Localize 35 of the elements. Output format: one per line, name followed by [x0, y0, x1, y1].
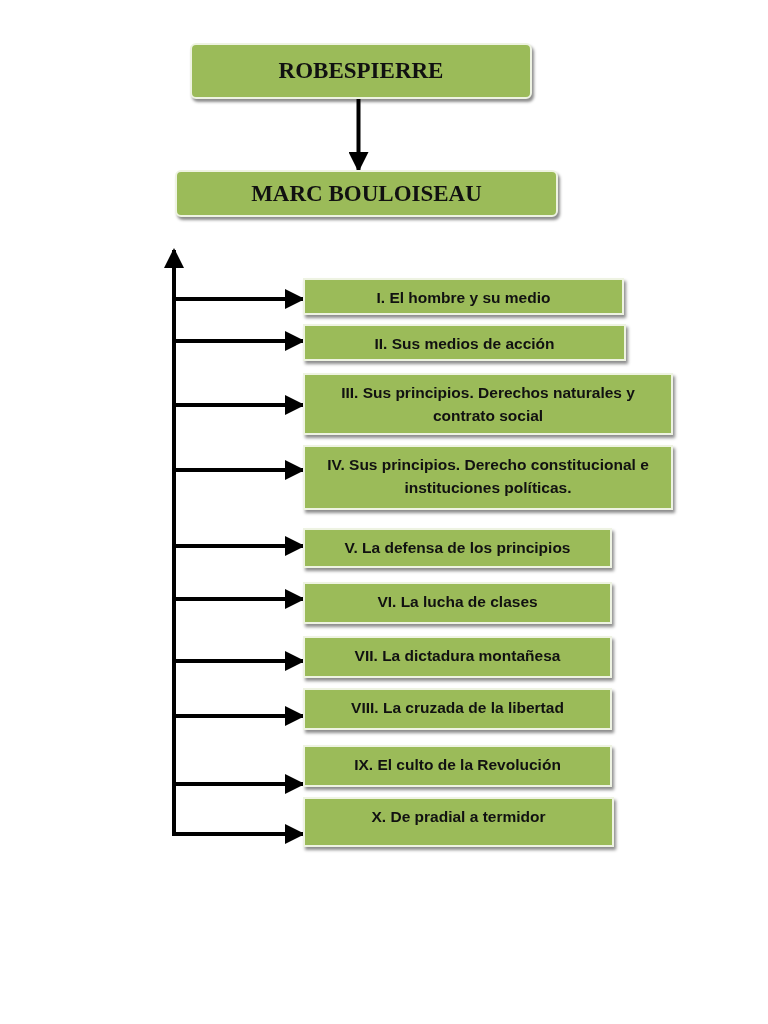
arrow — [174, 536, 305, 556]
chapter-title: X. De pradial a termidor — [371, 807, 546, 827]
chapter-title: III. Sus principios. Derechos naturales y contrato social — [340, 383, 636, 427]
chapter-title: VIII. La cruzada de la libertad — [351, 698, 564, 718]
arrow — [348, 99, 369, 172]
chapter-title: II. Sus medios de acción — [374, 334, 555, 354]
chapter-box — [303, 688, 612, 730]
chapter-box — [303, 745, 612, 787]
chapter-title: VI. La lucha de clases — [377, 592, 538, 612]
chapter-title: VII. La dictadura montañesa — [354, 646, 561, 666]
chapter-title: V. La defensa de los principios — [344, 538, 571, 558]
heading-text: ROBESPIERRE — [278, 57, 444, 85]
chapter-box — [303, 636, 612, 678]
arrow — [174, 589, 305, 609]
chapter-title: IX. El culto de la Revolución — [354, 755, 561, 775]
chapter-box — [303, 797, 614, 847]
arrow — [174, 395, 305, 415]
arrow — [174, 774, 305, 794]
heading-text: MARC BOULOISEAU — [251, 179, 482, 208]
chapter-box — [303, 278, 624, 315]
chapter-title: IV. Sus principios. Derecho constitucional e instituciones políticas. — [326, 455, 650, 499]
arrow — [174, 331, 305, 351]
title-box — [190, 43, 532, 99]
title-box — [175, 170, 558, 217]
arrow — [174, 651, 305, 671]
chapter-box — [303, 373, 673, 435]
arrow — [174, 706, 305, 726]
arrow — [174, 289, 305, 309]
chapter-box — [303, 528, 612, 568]
chapter-box — [303, 445, 673, 510]
arrow — [174, 460, 305, 480]
chapter-box — [303, 324, 626, 361]
chapter-box — [303, 582, 612, 624]
chapter-title: I. El hombre y su medio — [376, 288, 551, 308]
arrow — [174, 824, 305, 844]
